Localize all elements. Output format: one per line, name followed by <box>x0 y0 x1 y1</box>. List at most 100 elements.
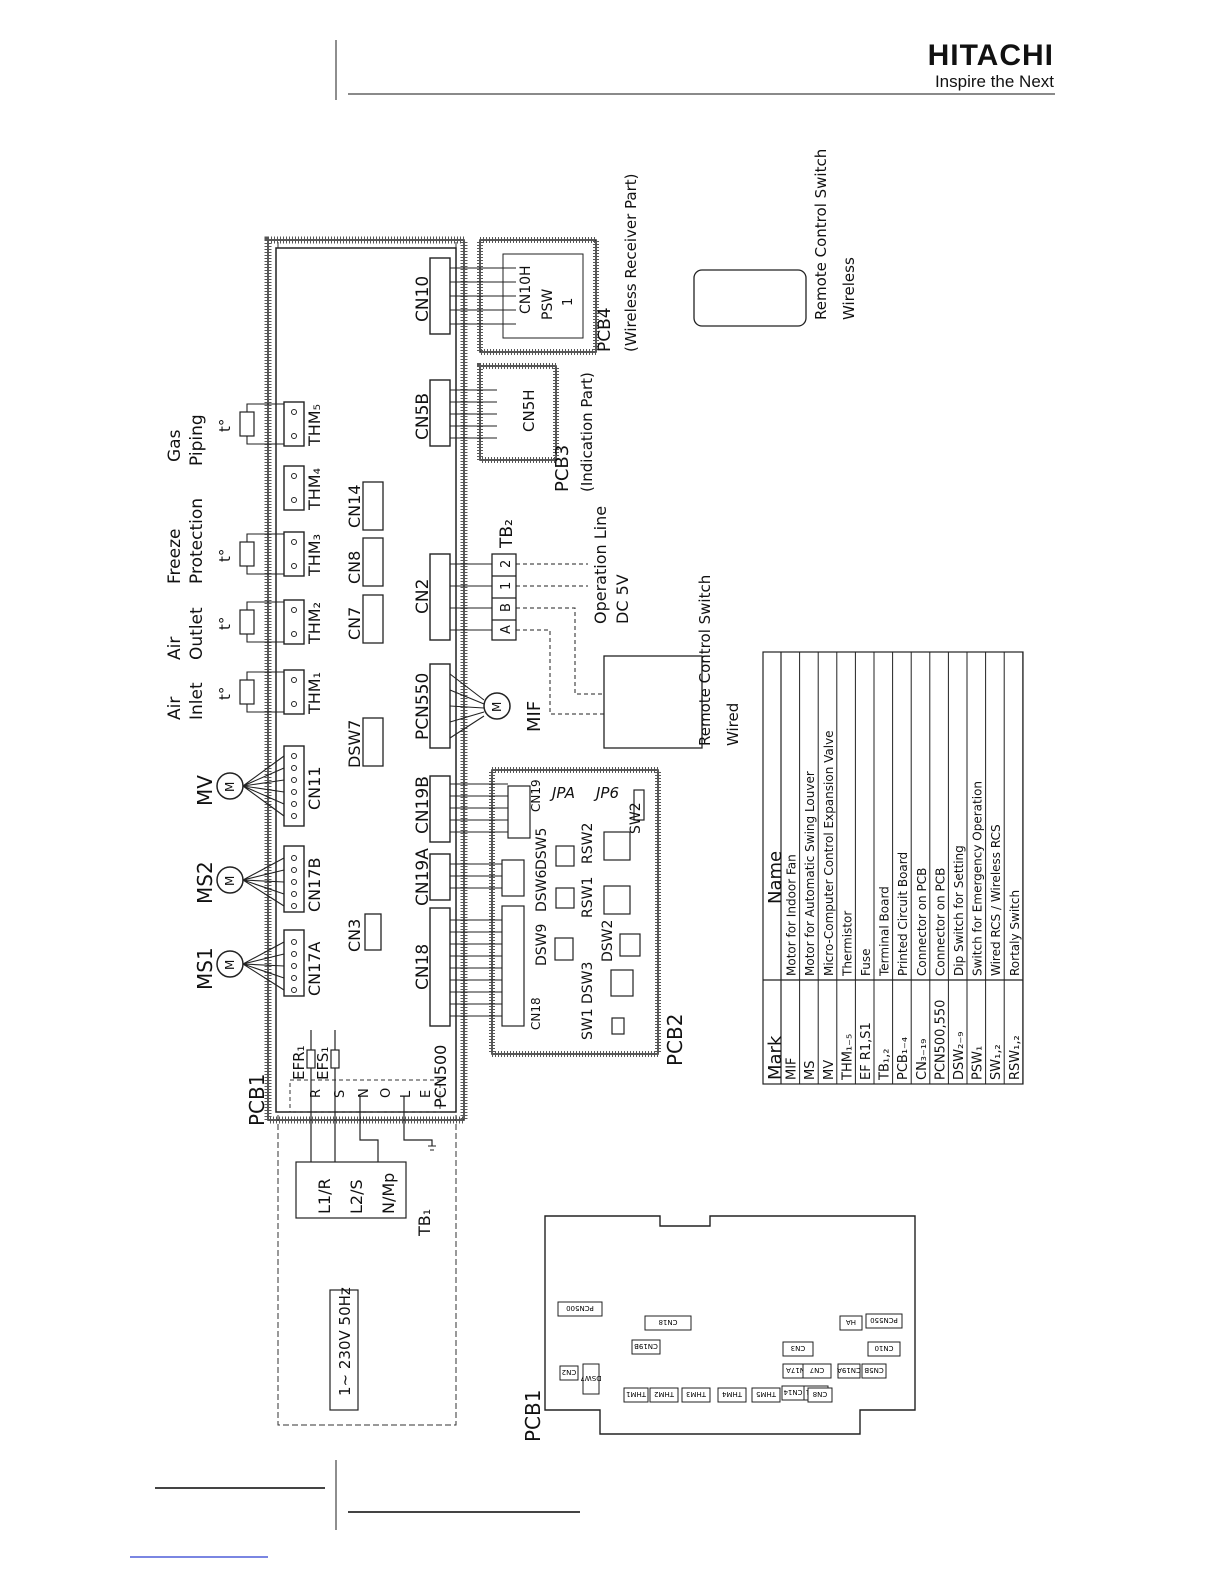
board-wires <box>449 267 516 1017</box>
board-part-label: DSW7 <box>580 1374 601 1382</box>
board-part-label: CN7 <box>810 1366 825 1374</box>
dsw9-label: DSW9 <box>534 924 550 966</box>
l2s-label: L2/S <box>347 1179 366 1214</box>
cn19b-label: CN19B <box>413 776 433 834</box>
mv-m: M <box>223 782 237 792</box>
rcs-wired-label-1: Remote Control Switch <box>696 575 714 746</box>
board-part-outline <box>649 1387 679 1403</box>
terminal-r: R <box>309 1089 324 1098</box>
power-input <box>295 1030 433 1411</box>
legend-name: Dip Switch for Setting <box>952 845 966 976</box>
legend-mark: THM₁₋₅ <box>840 1034 855 1081</box>
legend-mark: PSW₁ <box>971 1046 986 1080</box>
rsw2-label: RSW2 <box>580 823 596 864</box>
board-part-label: CN8 <box>813 1390 828 1398</box>
motor-wires <box>242 755 285 991</box>
hitachi-logo: HITACHI Inspire the Next <box>928 40 1054 92</box>
cn10-label: CN10 <box>413 276 433 322</box>
legend-name: Switch for Emergency Operation <box>971 781 985 976</box>
t-freeze: t° <box>216 549 234 562</box>
cn5h-label: CN5H <box>520 389 538 432</box>
pcb3-board <box>477 363 559 463</box>
cn8-label: CN8 <box>345 551 364 584</box>
legend-mark: EF R1,S1 <box>859 1022 874 1080</box>
cn19a-label: CN19A <box>413 848 433 906</box>
pcb2-cn18-label: CN18 <box>529 997 543 1030</box>
thermistors <box>239 411 255 705</box>
rcs-wireless-label-2: Wireless <box>840 257 858 320</box>
pcb1-board <box>264 236 468 1124</box>
air-outlet-label-1: Air <box>165 637 185 660</box>
psw-1-label: 1 <box>561 298 576 306</box>
legend-mark: PCN500,550 <box>933 1000 948 1080</box>
board-part-outline <box>865 1313 903 1329</box>
board-part-label: HA <box>846 1318 856 1326</box>
thermistor-wires <box>246 403 284 713</box>
operation-line-wires <box>516 563 604 715</box>
legend-mark: MS <box>803 1061 818 1080</box>
thm1-label: THM₁ <box>305 672 324 715</box>
pcb2-components <box>501 785 645 1035</box>
board-part-outline <box>557 1301 603 1317</box>
dsw6-label: DSW6 <box>534 869 550 912</box>
pcb2-board <box>489 767 661 1057</box>
rsw1-label: RSW1 <box>580 877 596 918</box>
legend-mark: SW₁,₂ <box>989 1044 1004 1080</box>
tb2-2: 2 <box>499 560 514 568</box>
cn18-label: CN18 <box>413 944 433 990</box>
power-supply-label: 1~ 230V 50Hz <box>336 1287 354 1396</box>
board-part-label: PCN550 <box>870 1316 898 1324</box>
dsw5-label: DSW5 <box>534 828 550 870</box>
cn3-label: CN3 <box>345 919 364 952</box>
legend-mark: PCB₁₋₄ <box>896 1037 911 1080</box>
board-part-outline <box>781 1385 805 1401</box>
cn7-label: CN7 <box>345 607 364 640</box>
legend-name: Connector on PCB <box>915 868 929 976</box>
legend-mark: TB₁,₂ <box>878 1049 893 1081</box>
air-outlet-label-2: Outlet <box>187 607 207 660</box>
terminal-o: O <box>379 1088 394 1098</box>
gas-label-2: Piping <box>187 414 207 466</box>
terminal-s: S <box>333 1090 348 1098</box>
l1r-label: L1/R <box>315 1178 334 1214</box>
tb2-b: B <box>499 603 514 612</box>
tb2-terminal <box>491 553 517 641</box>
pcb1-label: PCB1 <box>245 1074 269 1126</box>
board-part-outline <box>837 1363 861 1379</box>
board-part-outline <box>717 1387 747 1403</box>
tb2-a: A <box>499 625 514 634</box>
cn5b-label: CN5B <box>413 393 433 440</box>
ms1-label: MS1 <box>193 947 217 990</box>
board-part-outline <box>839 1315 863 1331</box>
board-part-outline <box>681 1387 711 1403</box>
legend-name: Fuse <box>859 949 873 977</box>
air-inlet-label-1: Air <box>165 697 185 720</box>
board-part-outline <box>582 1363 600 1395</box>
pcb3-label: PCB3 <box>552 445 573 492</box>
legend-name: Connector on PCB <box>933 868 947 976</box>
mif-motor-icon <box>483 692 511 720</box>
legend-name: Terminal Board <box>878 886 892 977</box>
freeze-label-2: Protection <box>187 498 207 584</box>
board-part-label: CN17A <box>786 1366 810 1374</box>
rcs-wireless-label-1: Remote Control Switch <box>812 149 830 320</box>
board-part-label: CN14 <box>783 1388 803 1396</box>
nmp-label: N/Mp <box>379 1173 398 1214</box>
tb2-1: 1 <box>499 582 514 590</box>
cn14-label: CN14 <box>345 485 364 529</box>
board-part-label: CN10 <box>874 1344 893 1352</box>
legend-mark: RSW₁,₂ <box>1008 1035 1023 1080</box>
remote-control-wireless <box>693 269 807 327</box>
t-gas: t° <box>216 419 234 432</box>
board-part-outline <box>644 1315 692 1331</box>
air-inlet-label-2: Inlet <box>187 682 207 720</box>
board-part-outline <box>623 1387 649 1403</box>
mif-label: MIF <box>524 701 545 732</box>
pcb1-layout-board <box>544 1215 916 1435</box>
ms2-m: M <box>223 876 237 886</box>
legend-mark: CN₃₋₁₉ <box>915 1039 930 1080</box>
legend-name: Wired RCS / Wireless RCS <box>989 824 1003 976</box>
